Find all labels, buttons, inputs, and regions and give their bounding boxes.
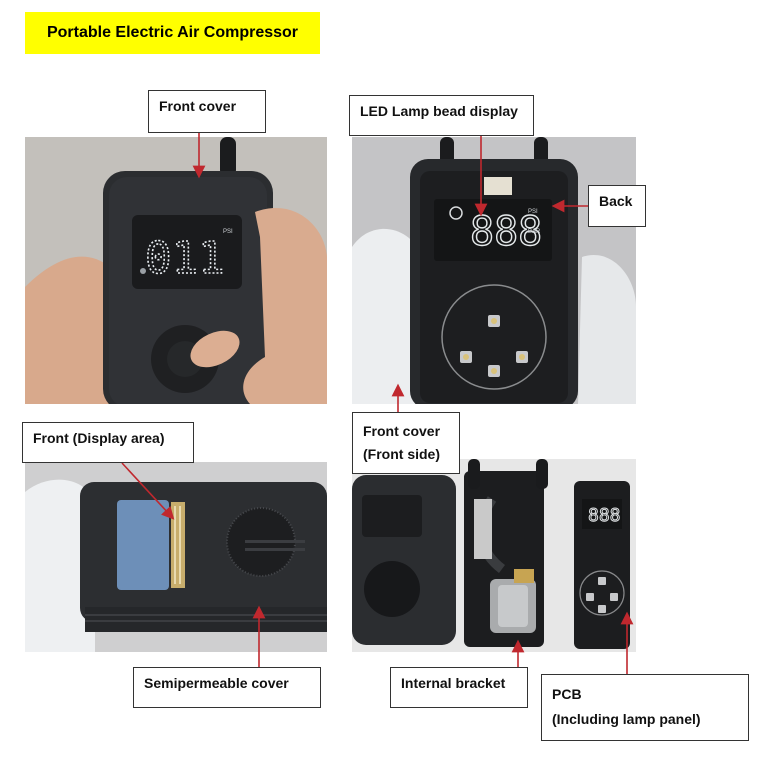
photo-back-pcb: 888 PSI BAR <box>352 137 636 404</box>
svg-text:011: 011 <box>145 233 224 284</box>
label-text-line1: PCB <box>552 686 582 702</box>
photo-front-display-area <box>25 462 327 652</box>
label-text-line1: Front cover <box>363 423 441 439</box>
svg-text:BAR: BAR <box>528 229 541 235</box>
label-text: Semipermeable cover <box>144 675 289 691</box>
label-text-line2: (Front side) <box>363 445 440 462</box>
label-back: Back <box>588 185 646 227</box>
label-led-display: LED Lamp bead display <box>349 95 534 136</box>
label-text: LED Lamp bead display <box>360 103 518 119</box>
photo-front-cover: 011 PSI <box>25 137 327 404</box>
label-text: Back <box>599 193 633 209</box>
label-text: Front cover <box>159 98 237 114</box>
label-text: Front (Display area) <box>33 430 165 446</box>
svg-text:888: 888 <box>588 505 621 526</box>
label-semipermeable-cover: Semipermeable cover <box>133 667 321 708</box>
label-front-display-area: Front (Display area) <box>22 422 194 463</box>
label-front-cover-side: Front cover (Front side) <box>352 412 460 474</box>
label-text-line2: (Including lamp panel) <box>552 710 701 727</box>
svg-text:PSI: PSI <box>223 229 233 235</box>
svg-text:PSI: PSI <box>528 209 538 215</box>
photo-disassembled: 888 <box>352 459 636 652</box>
label-front-cover-top: Front cover <box>148 90 266 133</box>
label-text: Internal bracket <box>401 675 506 691</box>
label-pcb: PCB (Including lamp panel) <box>541 674 749 741</box>
label-internal-bracket: Internal bracket <box>390 667 528 708</box>
front-display-digits: 011 <box>144 232 225 285</box>
page-title: Portable Electric Air Compressor <box>25 12 320 54</box>
